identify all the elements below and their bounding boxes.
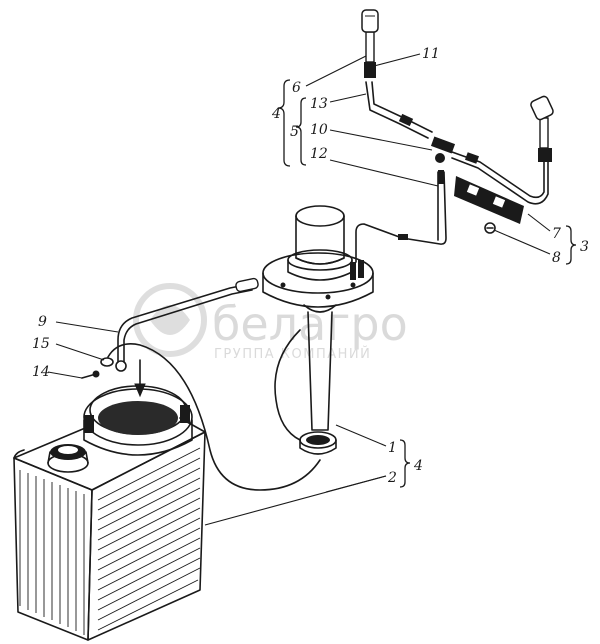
- label-14: 14: [32, 364, 50, 380]
- bracket-screw: [484, 222, 496, 234]
- tank-side-hatching: [97, 447, 201, 631]
- label-8: 8: [552, 250, 561, 266]
- label-13: 13: [310, 96, 328, 112]
- label-5: 5: [290, 124, 299, 140]
- nozzle-right: [530, 95, 554, 162]
- label-12: 12: [310, 146, 328, 162]
- delivery-tubes: [355, 9, 554, 263]
- label-10: 10: [310, 122, 328, 138]
- insertion-arrow: [134, 359, 146, 398]
- washer-pump: [262, 205, 374, 455]
- watermark-logo-mark: [150, 305, 190, 335]
- tank-filler-cap: [47, 444, 89, 473]
- nozzle-left: [361, 9, 379, 78]
- label-6: 6: [292, 80, 301, 96]
- label-9: 9: [38, 314, 47, 330]
- wire-lead: [115, 277, 259, 372]
- label-11: 11: [422, 46, 440, 62]
- washer-part: [100, 357, 114, 367]
- tank-neck: [83, 385, 193, 456]
- label-15: 15: [32, 336, 50, 352]
- leader-lines: [47, 53, 551, 526]
- tank-front-hatching: [19, 470, 85, 635]
- braces: [277, 79, 577, 488]
- screw-part: [81, 370, 100, 379]
- label-7: 7: [552, 226, 561, 242]
- label-4-pump: 4: [413, 458, 423, 474]
- label-3: 3: [580, 239, 589, 255]
- label-2: 2: [387, 470, 397, 486]
- watermark-brand: белагро: [212, 297, 408, 351]
- part-labels: 1 2 4 3 7 8 9 15 14 11 4 6 5 13 10 12: [32, 46, 589, 486]
- mounting-bracket: [454, 176, 524, 224]
- watermark-logo-circle: [133, 283, 207, 357]
- label-4-group: 4: [271, 106, 281, 122]
- watermark: белагро ГРУППА КОМПАНИЙ: [133, 283, 408, 362]
- tee-connector: [430, 136, 456, 163]
- watermark-tagline: ГРУППА КОМПАНИЙ: [214, 346, 371, 362]
- label-1: 1: [388, 440, 397, 456]
- reservoir-tank: [13, 417, 206, 641]
- suction-hose: [107, 343, 321, 491]
